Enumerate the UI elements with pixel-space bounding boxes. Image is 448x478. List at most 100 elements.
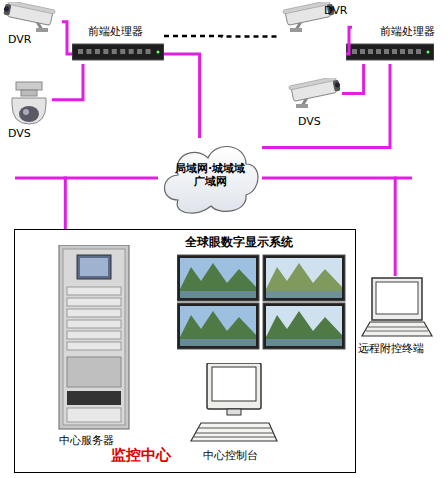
shape-part bbox=[59, 245, 129, 429]
shape-part bbox=[67, 309, 121, 317]
shape-part bbox=[103, 49, 108, 54]
display-wall-illustration bbox=[177, 233, 347, 351]
dvs-dome-camera: DVS bbox=[6, 80, 52, 142]
shape-part bbox=[227, 409, 241, 415]
network-wire bbox=[52, 64, 83, 100]
shape-part bbox=[36, 28, 48, 32]
shape-part bbox=[376, 282, 418, 314]
network-wire bbox=[15, 177, 67, 180]
shape-part bbox=[368, 327, 426, 328]
node-label: 远程附控终端 bbox=[358, 342, 424, 355]
shape-part bbox=[112, 49, 117, 54]
network-wire bbox=[394, 177, 412, 180]
dashed-link bbox=[164, 35, 280, 38]
shape-part bbox=[4, 6, 10, 12]
shape-part bbox=[67, 320, 121, 328]
shape-part bbox=[199, 428, 271, 429]
network-wire bbox=[164, 54, 200, 138]
shape-part bbox=[129, 49, 134, 54]
shape-part bbox=[266, 291, 342, 298]
shape-part bbox=[77, 255, 111, 279]
shape-part bbox=[180, 339, 256, 346]
shape-part bbox=[296, 104, 308, 108]
shape-part bbox=[63, 249, 125, 425]
shape-part bbox=[157, 51, 160, 54]
shape-part bbox=[67, 298, 121, 306]
shape-part bbox=[180, 258, 256, 298]
shape-part bbox=[80, 258, 108, 276]
network-wire bbox=[62, 22, 72, 54]
network-wire bbox=[262, 64, 390, 148]
shape-part bbox=[392, 49, 397, 54]
network-wire bbox=[65, 178, 158, 229]
shape-part bbox=[19, 106, 39, 122]
shape-part bbox=[67, 391, 121, 405]
shape-part bbox=[180, 263, 256, 298]
node-label: 监控中心 bbox=[111, 446, 171, 464]
shape-part bbox=[289, 78, 342, 108]
shape-part bbox=[266, 306, 342, 346]
dvr-camera: DVR bbox=[2, 2, 62, 46]
remote-terminal-illustration bbox=[356, 276, 436, 372]
shape-part bbox=[177, 255, 259, 301]
shape-part bbox=[207, 363, 261, 409]
shape-part bbox=[86, 49, 91, 54]
shape-part bbox=[120, 49, 125, 54]
shape-part bbox=[137, 49, 142, 54]
shape-part bbox=[266, 339, 342, 346]
shape-part bbox=[368, 49, 373, 54]
shape-part bbox=[8, 2, 56, 14]
shape-part bbox=[289, 78, 342, 102]
shape-part bbox=[212, 367, 256, 401]
node-label: 前端处理器 bbox=[380, 25, 435, 39]
shape-part bbox=[95, 49, 100, 54]
shape-part bbox=[408, 49, 413, 54]
node-label: DVS bbox=[8, 127, 31, 140]
node-label: DVR bbox=[324, 4, 347, 17]
shape-part bbox=[283, 2, 331, 14]
shape-part bbox=[360, 49, 365, 54]
shape-part bbox=[3, 2, 56, 26]
shape-part bbox=[266, 263, 342, 298]
shape-part bbox=[180, 291, 256, 298]
node-label: 中心服务器 bbox=[59, 434, 114, 447]
node-label: 局域网·城域域 广域网 bbox=[170, 162, 250, 188]
dvs-camera: DVS bbox=[288, 78, 342, 130]
network-wire bbox=[262, 178, 395, 276]
shape-part bbox=[384, 49, 389, 54]
shape-part bbox=[376, 49, 381, 54]
shape-part bbox=[196, 433, 273, 434]
shape-part bbox=[266, 258, 342, 298]
shape-part bbox=[372, 278, 422, 320]
shape-part bbox=[346, 44, 434, 60]
network-cloud: 局域网·城域域 广域网 bbox=[158, 138, 262, 218]
monitoring-center: 监控中心 全球眼数字显示系统中心服务器 中心控制台 bbox=[14, 229, 356, 473]
center-console: 中心控制台 bbox=[187, 363, 281, 467]
center-server: 中心服务器 bbox=[51, 245, 137, 449]
node-label: 全球眼数字显示系统 bbox=[185, 235, 293, 250]
dvr-camera: DVR bbox=[280, 2, 352, 48]
shape-part bbox=[191, 423, 277, 441]
shape-part bbox=[263, 303, 345, 349]
shape-part bbox=[352, 49, 357, 54]
shape-part bbox=[3, 2, 56, 32]
shape-part bbox=[67, 287, 121, 295]
shape-part bbox=[400, 49, 405, 54]
shape-part bbox=[263, 255, 345, 301]
shape-part bbox=[3, 4, 11, 16]
shape-part bbox=[67, 357, 121, 387]
shape-part bbox=[194, 437, 275, 438]
remote-terminal: 远程附控终端 bbox=[356, 276, 436, 372]
shape-part bbox=[146, 49, 151, 54]
shape-part bbox=[16, 82, 42, 90]
shape-part bbox=[416, 49, 421, 54]
front-end-processor: 前端处理器 bbox=[72, 24, 164, 64]
shape-part bbox=[290, 28, 302, 32]
shape-part bbox=[23, 109, 29, 115]
shape-part bbox=[67, 331, 121, 339]
display-wall: 全球眼数字显示系统 bbox=[177, 233, 347, 351]
shape-part bbox=[177, 303, 259, 349]
shape-part bbox=[21, 90, 37, 96]
center-server-illustration bbox=[51, 245, 137, 449]
